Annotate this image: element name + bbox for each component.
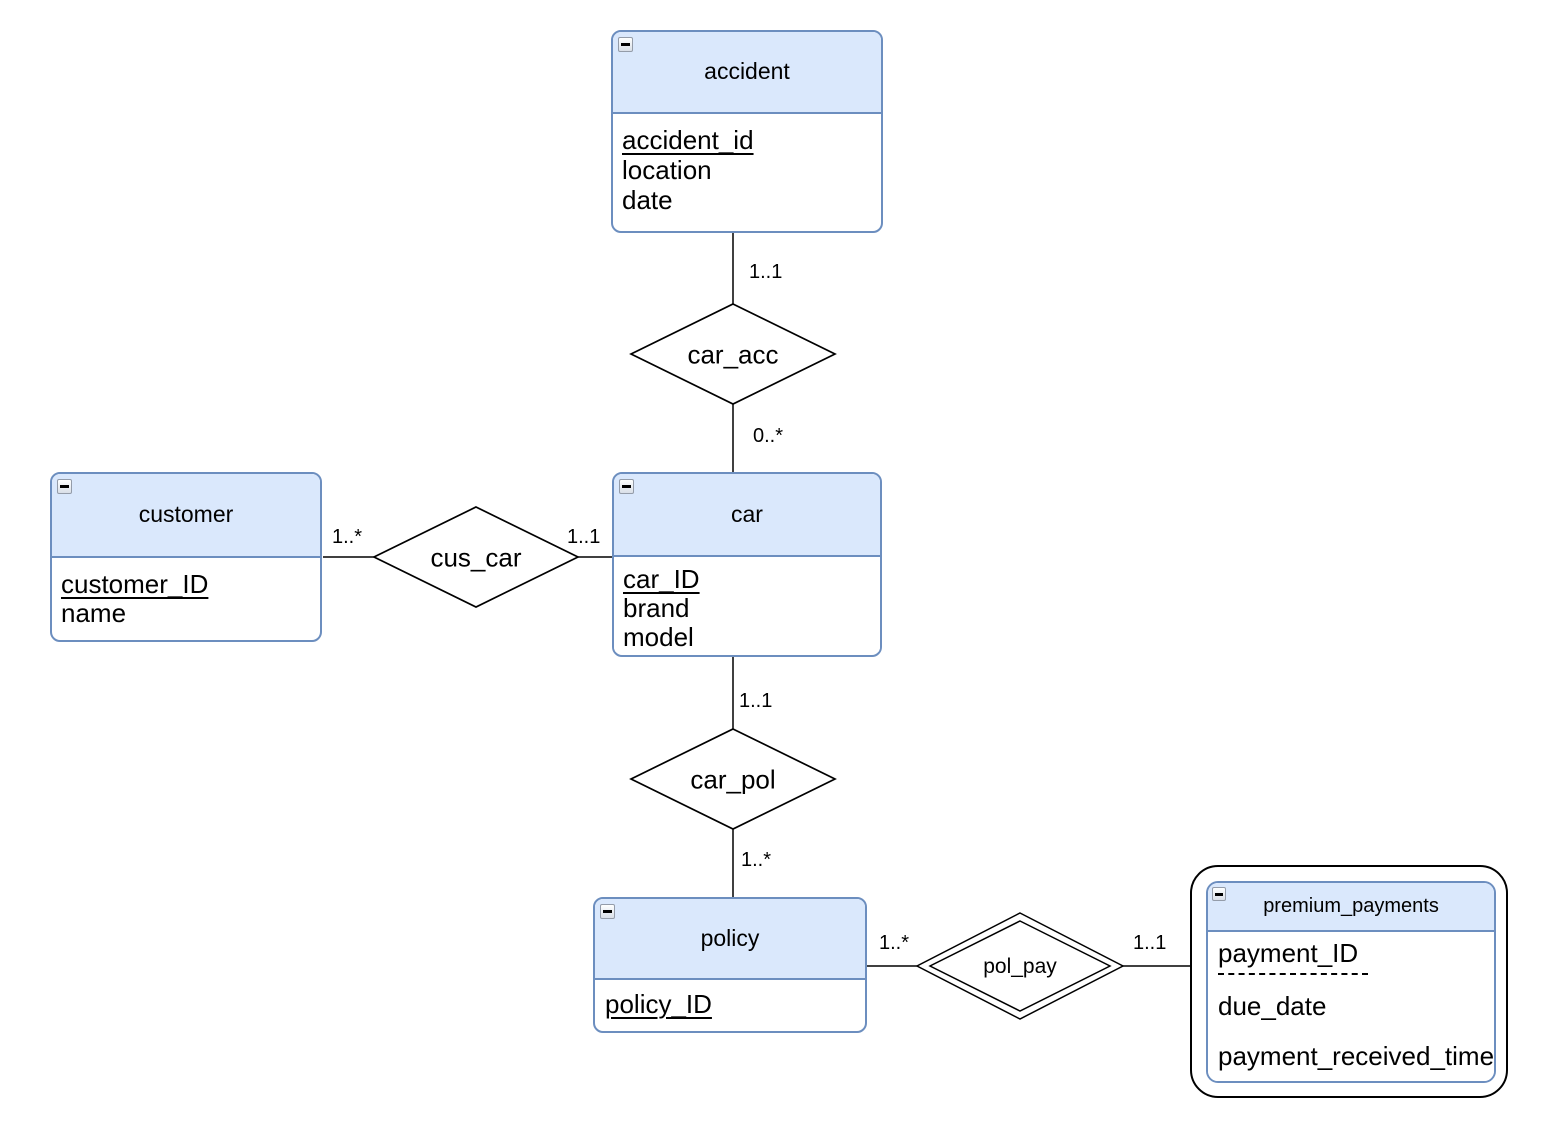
relationship-diamond-pol-pay-outer[interactable] [915, 912, 1125, 1020]
attribute-model[interactable]: model [623, 621, 694, 652]
entity-customer[interactable]: customer customer_ID name [50, 472, 322, 642]
entity-accident[interactable]: accident accident_id location date [611, 30, 883, 233]
entity-policy-header[interactable]: policy [595, 899, 865, 980]
cardinality-car-caracc: 0..* [753, 425, 784, 447]
minus-icon[interactable] [1212, 887, 1226, 901]
entity-customer-title: customer [138, 501, 234, 528]
relationship-label-car-acc: car_acc [687, 339, 779, 370]
attribute-due-date[interactable]: due_date [1218, 991, 1327, 1021]
attribute-customer-id[interactable]: customer_ID [61, 568, 209, 599]
cardinality-policy-carpol: 1..* [741, 849, 772, 871]
entity-premium-payments-body: payment_ID due_date payment_received_tim… [1208, 931, 1495, 1081]
entity-policy[interactable]: policy policy_ID [593, 897, 867, 1033]
entity-accident-header[interactable]: accident [613, 32, 881, 114]
attribute-accident-id[interactable]: accident_id [622, 124, 754, 155]
attribute-car-id[interactable]: car_ID [623, 563, 700, 594]
cardinality-car-cuscar: 1..1 [567, 526, 601, 548]
relationship-diamond-cus-car[interactable] [372, 506, 580, 608]
entity-customer-header[interactable]: customer [52, 474, 320, 558]
minus-icon[interactable] [618, 37, 633, 52]
attribute-location[interactable]: location [622, 154, 712, 185]
attribute-payment-id[interactable]: payment_ID [1218, 938, 1369, 975]
entity-premium-payments-title: premium_payments [1263, 894, 1439, 917]
entity-policy-title: policy [700, 924, 760, 951]
attribute-policy-id[interactable]: policy_ID [605, 988, 712, 1019]
entity-premium-payments[interactable]: premium_payments payment_ID due_date pay… [1206, 881, 1496, 1083]
minus-icon[interactable] [57, 479, 72, 494]
entity-car[interactable]: car car_ID brand model [612, 472, 882, 657]
cardinality-car-carpol: 1..1 [739, 690, 773, 712]
relationship-diamond-car-acc[interactable] [629, 303, 837, 405]
attribute-brand[interactable]: brand [623, 592, 690, 623]
entity-accident-title: accident [704, 58, 790, 85]
relationship-label-cus-car: cus_car [430, 542, 522, 573]
minus-icon[interactable] [619, 479, 634, 494]
attribute-payment-received-time[interactable]: payment_received_time [1218, 1041, 1495, 1071]
entity-car-body: car_ID brand model [614, 556, 880, 652]
attribute-date[interactable]: date [622, 184, 673, 215]
relationship-diamond-pol-pay-inner [928, 920, 1112, 1012]
relationship-diamond-car-pol[interactable] [629, 728, 837, 830]
entity-car-title: car [731, 500, 763, 527]
cardinality-customer-cuscar: 1..* [332, 526, 363, 548]
entity-premium-payments-header[interactable]: premium_payments [1208, 883, 1494, 932]
entity-accident-body: accident_id location date [613, 113, 881, 215]
entity-car-header[interactable]: car [614, 474, 880, 557]
entity-policy-body: policy_ID [595, 979, 865, 1019]
relationship-label-car-pol: car_pol [690, 764, 776, 795]
cardinality-accident-caracc: 1..1 [749, 261, 783, 283]
minus-icon[interactable] [600, 904, 615, 919]
cardinality-policy-polpay: 1..* [879, 932, 910, 954]
entity-customer-body: customer_ID name [52, 557, 320, 628]
cardinality-premium-polpay: 1..1 [1133, 932, 1167, 954]
relationship-label-pol-pay: pol_pay [983, 955, 1057, 978]
attribute-name[interactable]: name [61, 597, 127, 628]
